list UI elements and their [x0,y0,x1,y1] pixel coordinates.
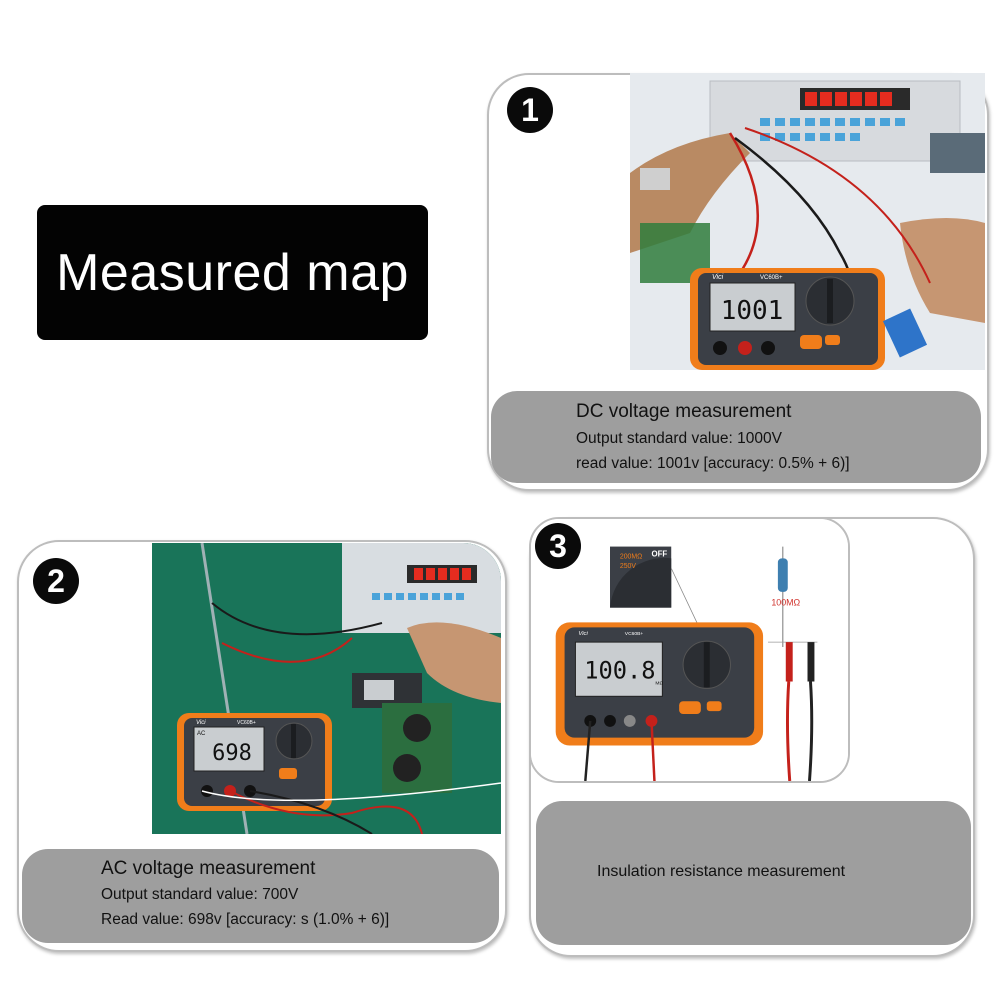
lcd-reading-1: 1001 [721,296,784,326]
dial-label-off: OFF [651,549,667,558]
page-title: Measured map [56,243,409,302]
photo-dc-measurement: 1001 Vici VC60B+ [630,73,985,370]
lcd-reading-2: 698 [212,741,252,766]
step-badge-2: 2 [33,558,79,604]
model-label-2: VC60B+ [237,720,256,726]
brand-label-2: Vici [196,720,206,726]
caption-heading-ac: AC voltage measurement [101,858,316,879]
caption-heading-dc: DC voltage measurement [576,401,792,422]
step-badge-1: 1 [507,87,553,133]
dial-label-200m: 200MΩ [620,553,642,560]
caption-insulation [536,801,971,945]
caption-heading-insulation: Insulation resistance measurement [597,863,846,880]
caption-dc [491,391,981,483]
lcd-unit-3: MΩ [655,680,663,686]
caption-ac [22,849,499,943]
brand-label-1: Vici [712,274,724,281]
brand-label-3: Vici [578,631,588,637]
dial-label-250v: 250V [620,563,637,570]
caption-output-ac: Output standard value: 700V [101,886,299,903]
caption-output-dc: Output standard value: 1000V [576,430,782,447]
photo-insulation-measurement: 200MΩ 250V OFF 100MΩ 100.8 MΩ Vici VC60B… [531,519,848,781]
photo-ac-measurement: 698 AC Vici VC60B+ [152,543,501,834]
lcd-reading-3: 100.8 [584,657,655,685]
model-label-1: VC60B+ [760,275,783,281]
model-label-3: VC60B+ [625,631,644,637]
title-banner: Measured map [37,205,428,340]
lcd-mode-2: AC [197,731,206,737]
step-badge-3: 3 [535,523,581,569]
resistor-label: 100MΩ [771,598,800,608]
caption-read-ac: Read value: 698v [accuracy: s (1.0% + 6)… [101,911,390,928]
caption-read-dc: read value: 1001v [accuracy: 0.5% + 6)] [576,455,850,472]
photo-frame-insulation: 200MΩ 250V OFF 100MΩ 100.8 MΩ Vici VC60B… [529,517,850,783]
